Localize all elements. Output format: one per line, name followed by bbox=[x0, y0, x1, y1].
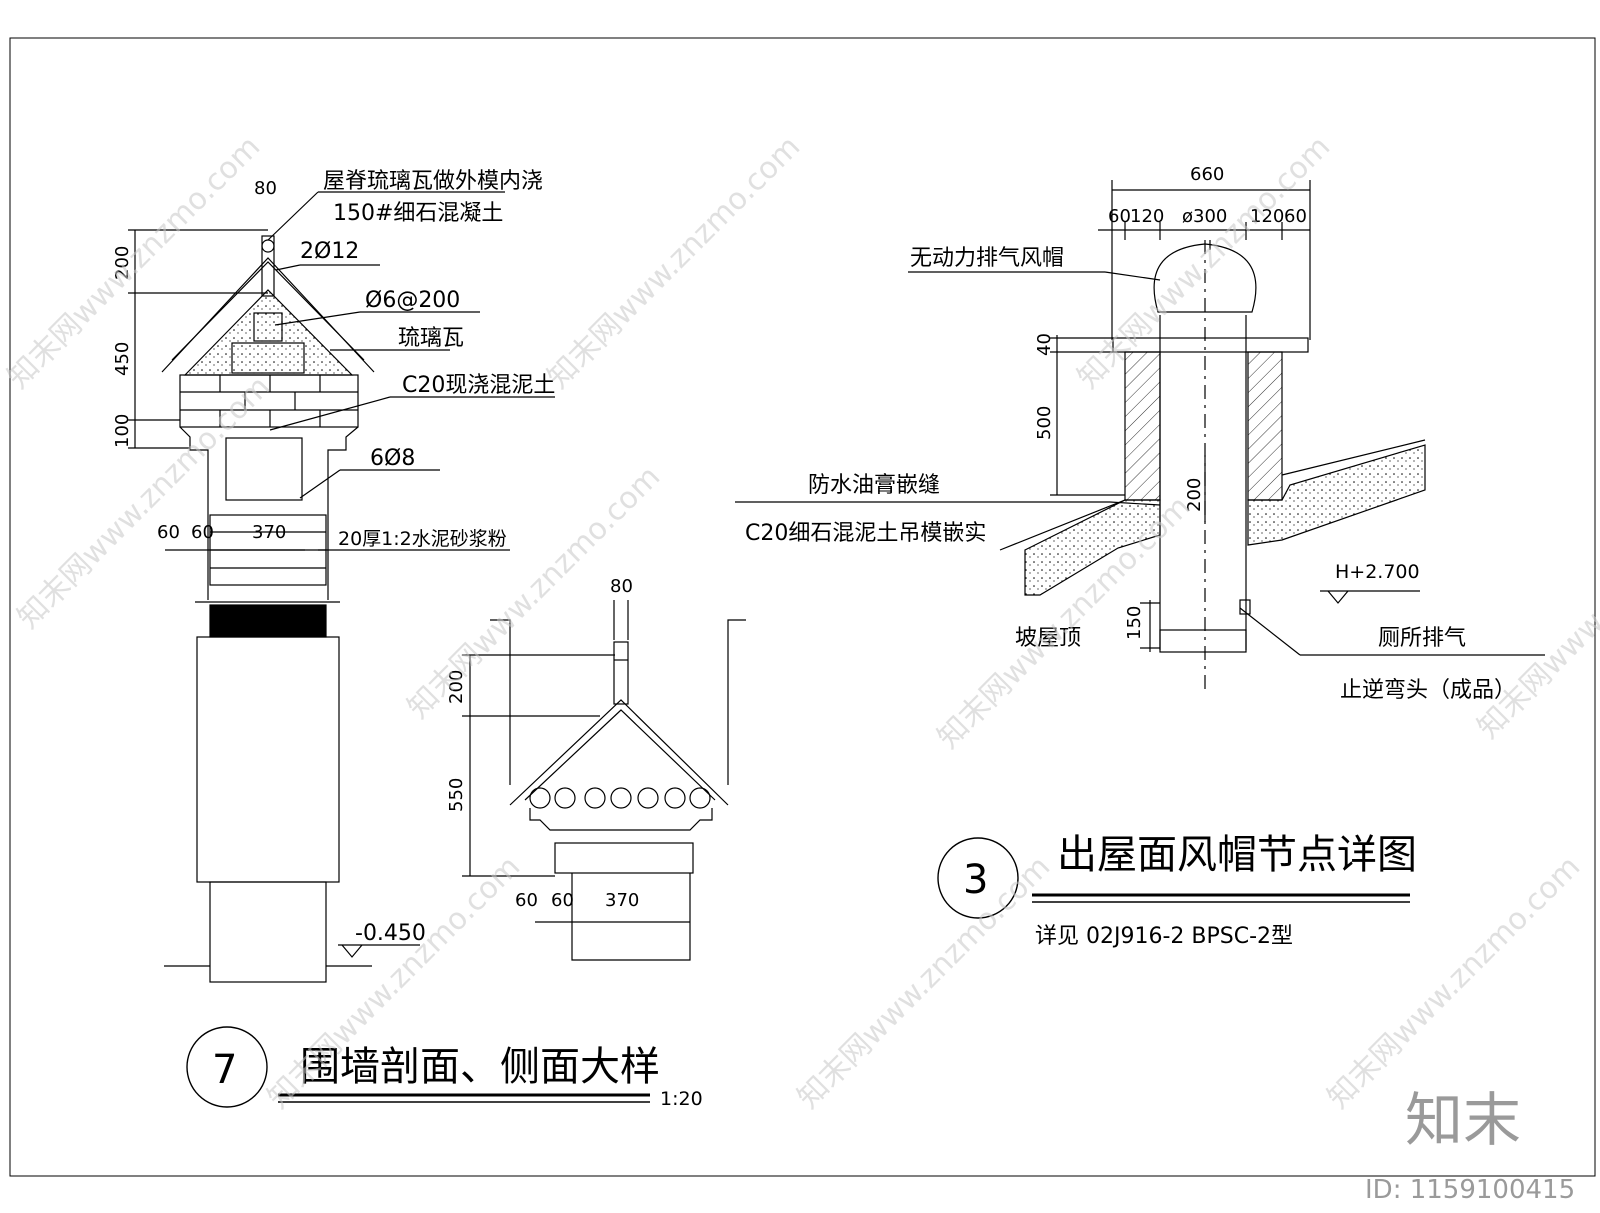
vent-cap-detail bbox=[735, 180, 1545, 690]
image-id: ID: 1159100415 bbox=[1365, 1175, 1575, 1205]
dim-h200-pipe: 200 bbox=[1184, 478, 1205, 512]
check-elbow-label: 止逆弯头（成品） bbox=[1340, 678, 1516, 703]
ridge-note-2: 150#细石混凝土 bbox=[333, 201, 503, 226]
dim-h100: 100 bbox=[112, 414, 133, 448]
svg-text:知末网www.znzmo.com: 知末网www.znzmo.com bbox=[11, 369, 277, 635]
c20-fill-label: C20细石混泥土吊模嵌实 bbox=[745, 521, 986, 546]
dim-h450: 450 bbox=[112, 342, 133, 376]
elevation-label-3: H+2.700 bbox=[1335, 561, 1420, 583]
elevation-label-7: -0.450 bbox=[355, 921, 426, 946]
detail7-title: 围墙剖面、侧面大样 bbox=[300, 1044, 660, 1090]
dim-w60b: 60 bbox=[191, 522, 214, 543]
detail7-number: 7 bbox=[212, 1047, 237, 1093]
sealant-label: 防水油膏嵌缝 bbox=[808, 473, 940, 498]
svg-text:知末网www.znzmo.com: 知末网www.znzmo.com bbox=[791, 849, 1057, 1115]
side-dim-h200: 200 bbox=[446, 670, 467, 704]
svg-text:知末网www.znzmo.com: 知末网www.znzmo.com bbox=[1471, 479, 1600, 745]
dim-120a: 120 bbox=[1130, 206, 1164, 227]
side-dim-w60a: 60 bbox=[515, 890, 538, 911]
glazed-tile-label: 琉璃瓦 bbox=[398, 326, 464, 351]
wall-section bbox=[128, 191, 555, 983]
detail7-scale: 1:20 bbox=[660, 1088, 703, 1110]
svg-text:知末网www.znzmo.com: 知末网www.znzmo.com bbox=[1321, 849, 1587, 1115]
dim-h40: 40 bbox=[1034, 333, 1055, 356]
detail3-title: 出屋面风帽节点详图 bbox=[1057, 832, 1417, 878]
detail3-title-block bbox=[937, 837, 1410, 919]
dim-h150: 150 bbox=[1124, 606, 1145, 640]
detail3-number: 3 bbox=[963, 857, 988, 903]
dim-60a: 60 bbox=[1108, 206, 1131, 227]
side-dim-w370: 370 bbox=[605, 890, 639, 911]
brand-logo: 知末 bbox=[1405, 1086, 1521, 1154]
stirrup-label: Ø6@200 bbox=[365, 288, 460, 313]
dim-w370: 370 bbox=[252, 522, 286, 543]
drawing-frame bbox=[9, 37, 1596, 1177]
dim-120b: 120 bbox=[1250, 206, 1284, 227]
wall-side-elevation bbox=[462, 600, 746, 961]
side-dim-w60b: 60 bbox=[551, 890, 574, 911]
dim-h500: 500 bbox=[1034, 406, 1055, 440]
plaster-label: 20厚1:2水泥砂浆粉 bbox=[338, 528, 507, 550]
slope-roof-label: 坡屋顶 bbox=[1015, 626, 1081, 651]
dim-300: ø300 bbox=[1182, 206, 1227, 227]
side-dim-top: 80 bbox=[610, 576, 633, 597]
dim-total-660: 660 bbox=[1190, 164, 1224, 185]
detail7-title-block bbox=[186, 1026, 650, 1108]
side-dim-h550: 550 bbox=[446, 778, 467, 812]
cap-label: 无动力排气风帽 bbox=[910, 246, 1064, 271]
exhaust-label: 厕所排气 bbox=[1378, 626, 1466, 651]
dim-60b: 60 bbox=[1284, 206, 1307, 227]
svg-text:知末网www.znzmo.com: 知末网www.znzmo.com bbox=[541, 129, 807, 395]
dim-top-width: 80 bbox=[254, 178, 277, 199]
ridge-note-1: 屋脊琉璃瓦做外模内浇 bbox=[323, 169, 543, 194]
dim-w60a: 60 bbox=[157, 522, 180, 543]
dim-h200: 200 bbox=[112, 246, 133, 280]
rebar-main-label: 2Ø12 bbox=[300, 239, 359, 264]
concrete-label: C20现浇混泥土 bbox=[402, 373, 555, 398]
detail3-reference: 详见 02J916-2 BPSC-2型 bbox=[1035, 924, 1293, 949]
rebar-bottom-label: 6Ø8 bbox=[370, 446, 415, 471]
